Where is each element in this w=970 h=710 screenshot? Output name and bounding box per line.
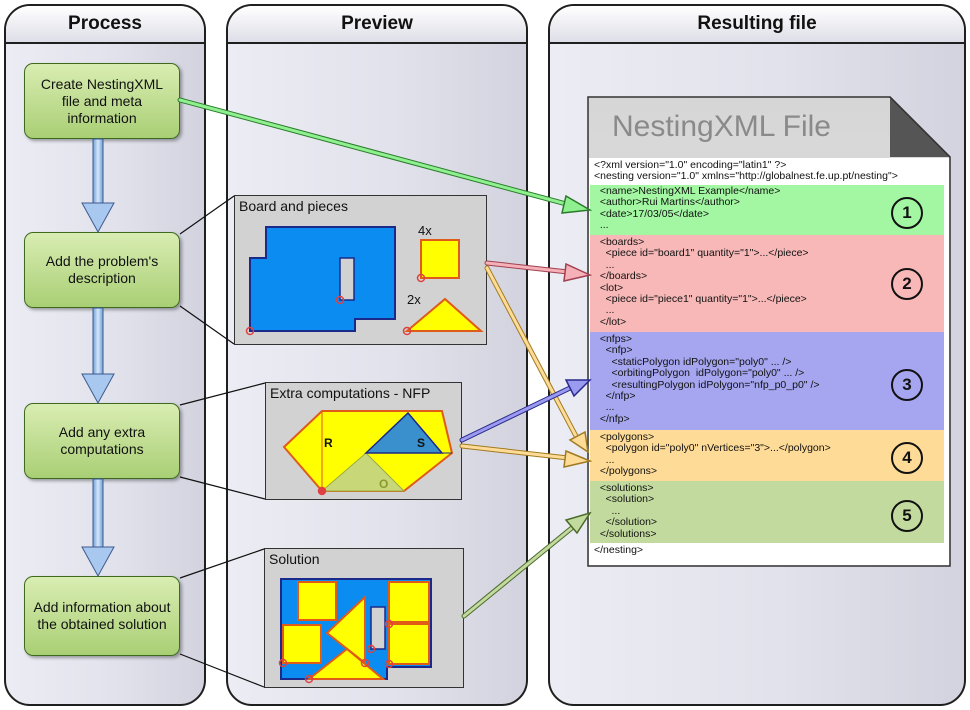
placed-square [282, 624, 322, 664]
xml-section-3: <nfps> <nfp> <staticPolygon idPolygon="p… [594, 333, 944, 425]
orbiting-polygon [320, 452, 406, 492]
xml-footer: </nesting> [594, 544, 944, 556]
xml-line: <polygon id="poly0" nVertices="3">...</p… [594, 442, 831, 455]
xml-line: </nfp> [594, 412, 630, 425]
xml-line: <boards> [594, 236, 645, 248]
xml-line: <orbitingPolygon idPolygon="poly0" ... /… [594, 367, 805, 380]
nfp-box-title: Extra computations - NFP [270, 385, 431, 401]
process-lane-title: Process [6, 6, 204, 44]
xml-section-2: <boards> <piece id="board1" quantity="1"… [594, 236, 944, 328]
xml-line: <nfp> [594, 344, 633, 357]
xml-line: <name>NestingXML Example</name> [594, 185, 781, 197]
vertex-marker [384, 659, 394, 669]
step-create-file[interactable]: Create NestingXML file and meta informat… [24, 63, 180, 139]
placed-square [297, 581, 337, 621]
xml-line: <solutions> [594, 482, 654, 494]
xml-line: </solutions> [594, 527, 657, 540]
section-badge-4: 4 [891, 442, 923, 474]
board-and-pieces-box: Board and pieces 4x 2x [234, 195, 487, 345]
nfp-box: Extra computations - NFP R S O [265, 382, 462, 500]
xml-line: ... [594, 401, 615, 414]
nfp-section-band [590, 332, 944, 430]
xml-line: <author>Rui Martins</author> [594, 196, 740, 209]
step-label: Add information about the obtained solut… [33, 599, 171, 632]
xml-line: ... [594, 304, 615, 317]
xml-line: </solution> [594, 516, 658, 529]
vertex-marker [304, 674, 314, 684]
solution-box: Solution [264, 548, 464, 688]
placed-triangle [325, 594, 366, 666]
xml-section-1: <name>NestingXML Example</name> <author>… [594, 185, 944, 232]
meta-section-band [590, 185, 944, 235]
preview-lane-title: Preview [228, 6, 526, 44]
xml-section-4: <polygons> <polygon id="poly0" nVertices… [594, 431, 944, 478]
xml-section-5: <solutions> <solution> ... </solution> <… [594, 482, 944, 540]
vertex-marker [416, 273, 426, 283]
xml-line: </nesting> [594, 544, 644, 556]
xml-line: <solution> [594, 493, 655, 506]
vertex-marker [384, 619, 394, 629]
nfp-label-o: O [379, 477, 389, 491]
xml-line: <nfps> [594, 333, 632, 345]
xml-line: <polygons> [594, 431, 655, 443]
vertex-marker [360, 658, 370, 668]
xml-line: </lot> [594, 315, 627, 328]
step-extra-computations[interactable]: Add any extra computations [24, 403, 180, 479]
section-badge-3: 3 [891, 369, 923, 401]
polygons-section-band [590, 430, 944, 481]
xml-line: <lot> [594, 281, 624, 294]
vertex-marker [317, 486, 327, 496]
xml-line: <nesting version="1.0" xmlns="http://glo… [594, 170, 898, 183]
solutions-section-band [590, 481, 944, 543]
triangle-quantity: 2x [407, 292, 421, 307]
nfp-label-s: S [417, 436, 426, 450]
step-problem-description[interactable]: Add the problem's description [24, 232, 180, 308]
vertex-marker [402, 326, 412, 336]
xml-line: ... [594, 453, 615, 466]
xml-line: </nfp> [594, 390, 636, 403]
nfp-label-r: R [324, 436, 333, 450]
xml-header: <?xml version="1.0" encoding="latin1" ?>… [594, 159, 944, 183]
xml-line: <resultingPolygon idPolygon="nfp_p0_p0" … [594, 378, 820, 391]
step-label: Create NestingXML file and meta informat… [40, 75, 164, 126]
step-label: Add any extra computations [58, 424, 146, 457]
vertex-marker [245, 326, 255, 336]
vertex-marker [278, 658, 288, 668]
vertex-marker [335, 295, 345, 305]
section-badge-5: 5 [891, 500, 923, 532]
section-badge-1: 1 [891, 197, 923, 229]
step-label: Add the problem's description [45, 253, 159, 286]
xml-line: ... [594, 504, 621, 517]
problem-section-band [590, 235, 944, 332]
step-solution-info[interactable]: Add information about the obtained solut… [24, 576, 180, 656]
solution-hole [370, 606, 386, 650]
file-title: NestingXML File [612, 110, 831, 143]
xml-line: </boards> [594, 270, 648, 283]
xml-line: ... [594, 258, 615, 271]
xml-line: ... [594, 219, 609, 232]
placed-square [388, 623, 430, 665]
result-lane-title: Resulting file [550, 6, 964, 44]
board-shape [249, 226, 396, 332]
solution-box-title: Solution [269, 551, 320, 567]
square-quantity: 4x [418, 223, 432, 238]
xml-line: <date>17/03/05</date> [594, 207, 710, 220]
xml-line: <staticPolygon idPolygon="poly0" ... /> [594, 355, 792, 368]
board-hole [339, 257, 355, 301]
xml-line: <piece id="piece1" quantity="1">...</pie… [594, 293, 807, 306]
xml-line: </polygons> [594, 465, 658, 478]
xml-line: <?xml version="1.0" encoding="latin1" ?> [594, 159, 787, 171]
placed-square [388, 581, 430, 623]
vertex-marker [366, 644, 376, 654]
placed-triangle [306, 647, 386, 680]
section-badge-2: 2 [891, 268, 923, 300]
square-piece [420, 239, 460, 279]
triangle-piece [404, 297, 484, 332]
xml-line: <piece id="board1" quantity="1">...</pie… [594, 247, 809, 260]
